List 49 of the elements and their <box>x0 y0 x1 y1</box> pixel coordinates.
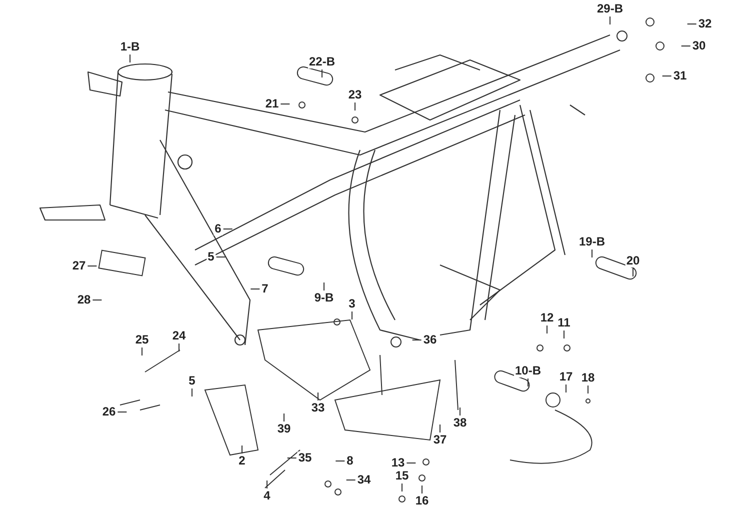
leader-line <box>632 268 634 277</box>
callout-number: 21 <box>264 98 280 110</box>
callout-number: 12 <box>539 312 555 324</box>
leader-line <box>250 288 260 290</box>
leader-line <box>178 343 180 352</box>
callout-number: 31 <box>672 70 688 82</box>
callout-number: 7 <box>260 282 270 296</box>
callout-number: 33 <box>310 402 326 414</box>
callout-number: 24 <box>171 330 187 342</box>
callout-number: 28 <box>76 294 92 306</box>
callout-number: 2 <box>238 454 246 468</box>
callout-number: 1-B <box>119 40 141 54</box>
callout-number: 37 <box>432 434 448 446</box>
callout-number: 5 <box>188 374 196 388</box>
leader-line <box>354 102 356 111</box>
callout-number: 13 <box>390 456 406 470</box>
callout-number: 3 <box>348 298 356 310</box>
callout-number: 8 <box>346 454 354 468</box>
leader-line <box>546 325 548 334</box>
callout-number: 20 <box>625 254 641 268</box>
callout-number: 25 <box>134 334 150 346</box>
callout-number: 11 <box>556 316 572 330</box>
leader-line <box>406 462 416 464</box>
callout-number: 15 <box>394 470 410 482</box>
callout-number: 6 <box>214 222 222 236</box>
callout-number: 9-B <box>313 292 335 304</box>
callout-number: 36 <box>422 334 438 346</box>
callout-number: 23 <box>347 88 363 102</box>
callout-number: 10-B <box>514 364 542 378</box>
callout-number: 30 <box>691 40 707 52</box>
callout-number: 34 <box>356 474 372 486</box>
leader-line <box>335 460 346 462</box>
leader-line <box>266 480 268 489</box>
callout-number: 18 <box>580 372 596 384</box>
callout-number: 22-B <box>308 56 336 68</box>
callout-number: 29-B <box>596 2 624 16</box>
callout-number: 19-B <box>578 236 606 248</box>
callout-number: 16 <box>414 494 430 508</box>
callout-number: 35 <box>297 452 313 464</box>
callout-number: 38 <box>452 416 468 430</box>
leader-line <box>222 228 233 230</box>
callout-number: 4 <box>262 490 272 502</box>
callout-number: 26 <box>101 406 117 418</box>
callout-number: 17 <box>558 370 574 384</box>
callout-number: 32 <box>697 18 713 30</box>
callout-number: 5 <box>206 250 216 264</box>
callout-number: 27 <box>71 260 87 272</box>
leader-line <box>216 256 226 258</box>
callout-number: 39 <box>276 422 292 436</box>
